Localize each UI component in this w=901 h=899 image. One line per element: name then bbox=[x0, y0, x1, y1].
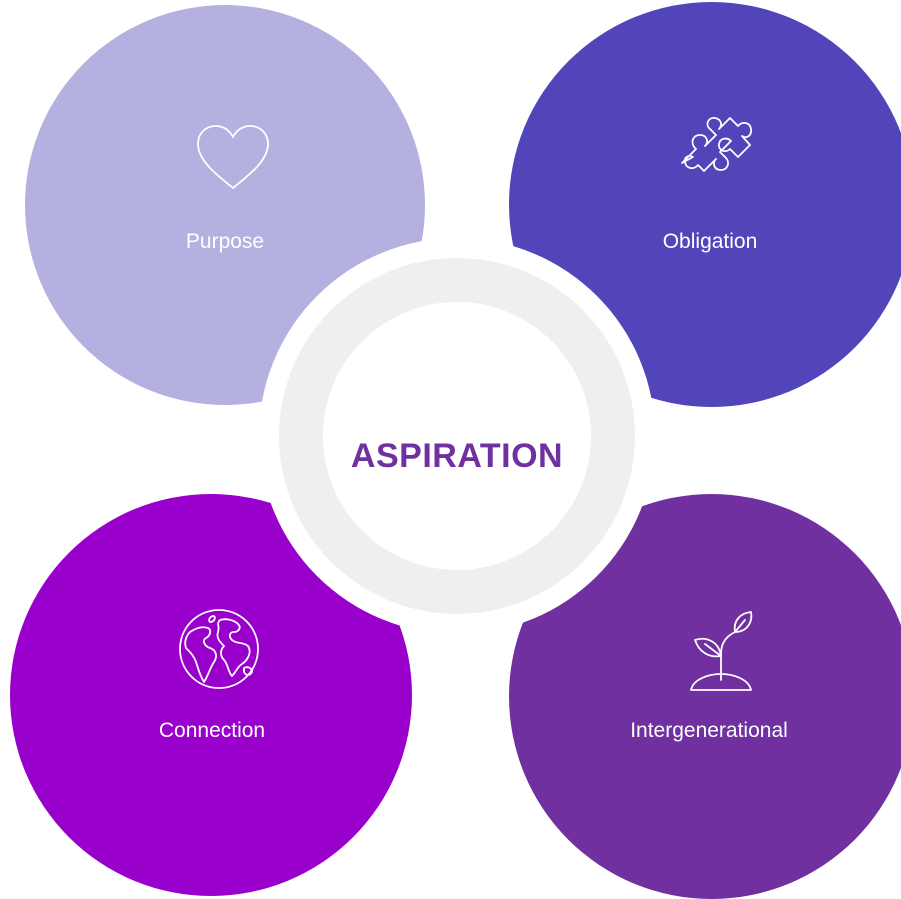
center-title: ASPIRATION bbox=[350, 437, 564, 475]
intergenerational-label: Intergenerational bbox=[630, 719, 788, 742]
center-core bbox=[323, 302, 591, 570]
connection-label: Connection bbox=[158, 719, 266, 742]
sprout-icon bbox=[685, 610, 765, 695]
obligation-label: Obligation bbox=[662, 230, 758, 253]
heart-icon bbox=[193, 122, 273, 192]
puzzle-icon bbox=[680, 107, 760, 187]
purpose-label: Purpose bbox=[185, 230, 265, 253]
globe-icon bbox=[176, 606, 262, 692]
